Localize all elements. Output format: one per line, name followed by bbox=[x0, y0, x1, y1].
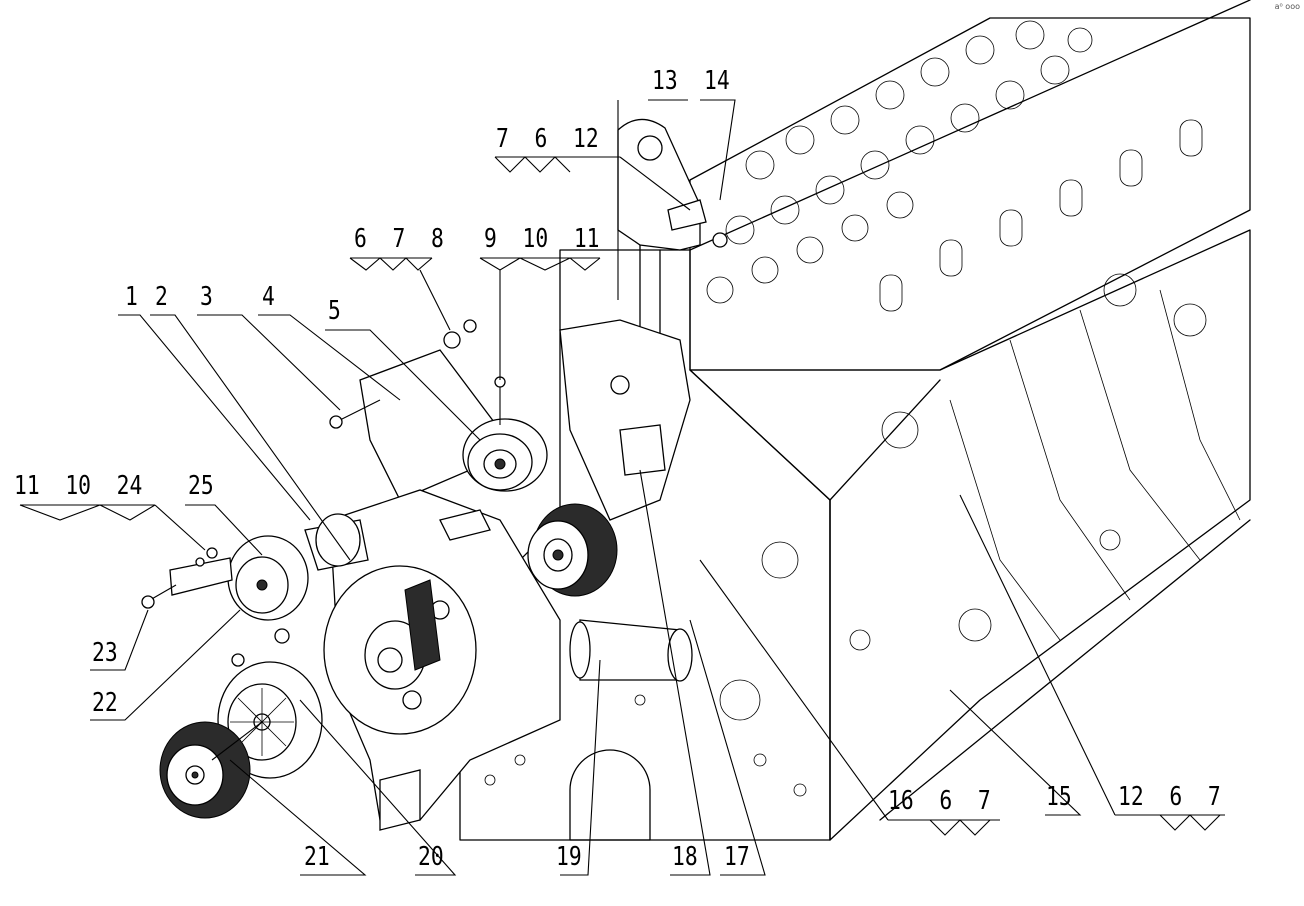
callout-7-6-12: 7 6 12 bbox=[496, 124, 599, 154]
callout-22: 22 bbox=[92, 688, 118, 718]
callout-6-7-8: 6 7 8 bbox=[354, 224, 444, 254]
engine-block bbox=[459, 0, 1251, 841]
callout-5: 5 bbox=[328, 296, 341, 326]
leader-lines bbox=[19, 99, 1225, 876]
callout-25: 25 bbox=[188, 471, 214, 501]
callout-2: 2 bbox=[155, 282, 168, 312]
callout-4: 4 bbox=[262, 282, 275, 312]
callout-15: 15 bbox=[1046, 782, 1072, 812]
callout-11-10-24: 11 10 24 bbox=[14, 471, 143, 501]
middle-bracket bbox=[494, 319, 691, 521]
coolant-pipe bbox=[569, 619, 693, 682]
callout-16-6-7: 16 6 7 bbox=[888, 786, 991, 816]
callout-20: 20 bbox=[418, 842, 444, 872]
callout-1: 1 bbox=[125, 282, 138, 312]
water-pump bbox=[323, 489, 561, 831]
callout-21: 21 bbox=[304, 842, 330, 872]
side-idler bbox=[141, 513, 369, 621]
callout-14: 14 bbox=[704, 66, 730, 96]
callout-3: 3 bbox=[200, 282, 213, 312]
callout-17: 17 bbox=[724, 842, 750, 872]
callout-9-10-11: 9 10 11 bbox=[484, 224, 600, 254]
callout-23: 23 bbox=[92, 638, 118, 668]
callout-13: 13 bbox=[652, 66, 678, 96]
callout-19: 19 bbox=[556, 842, 582, 872]
idler-pulley-upper bbox=[462, 418, 548, 492]
callout-18: 18 bbox=[672, 842, 698, 872]
tensioner-pulley bbox=[159, 721, 263, 819]
callout-12-6-7: 12 6 7 bbox=[1118, 782, 1221, 812]
grooved-pulley bbox=[527, 503, 618, 597]
corner-mark: a⁰ ooo bbox=[1274, 2, 1300, 11]
